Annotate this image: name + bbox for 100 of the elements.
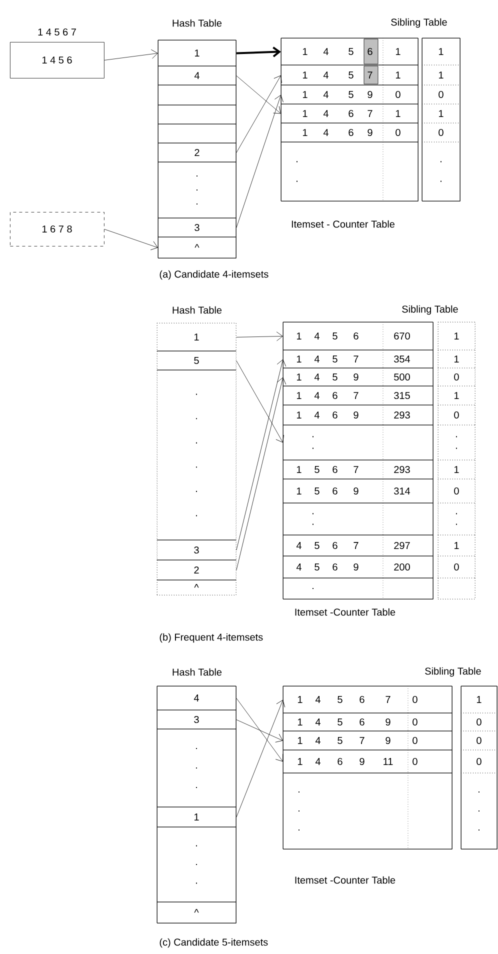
table-cell: 0 bbox=[460, 712, 498, 732]
table-cell bbox=[158, 104, 236, 124]
table-row: 4 5 6 9 200 bbox=[282, 556, 434, 578]
table-row: 1 4 5 9 0 bbox=[280, 84, 418, 104]
table-row: 1 4 5 7 1 bbox=[280, 64, 418, 86]
table-cell: 1 bbox=[438, 460, 476, 480]
itemset-box: 1 4 5 6 7 1 4 5 6 bbox=[10, 28, 104, 78]
table-cell: 3 bbox=[156, 540, 236, 560]
arrow bbox=[236, 720, 283, 742]
table-cell: 1 bbox=[460, 686, 498, 714]
table-cell: 3 bbox=[156, 710, 236, 730]
table-cell: . . bbox=[438, 502, 476, 536]
node-label: 1 bbox=[302, 72, 308, 78]
table-row: 1 4 6 9 293 bbox=[282, 404, 434, 426]
arrow bbox=[104, 229, 158, 250]
table-cell: 2 bbox=[158, 142, 236, 162]
table-cell: 0 bbox=[460, 730, 498, 750]
arrow bbox=[236, 332, 283, 342]
arrow bbox=[104, 49, 158, 60]
table-cell: 0 bbox=[438, 368, 476, 386]
caption: (c) Candidate 5-itemsets bbox=[160, 938, 268, 948]
table-cell: . . bbox=[438, 424, 476, 460]
arrow bbox=[236, 75, 282, 153]
node-label: Itemset - Counter Table bbox=[292, 220, 395, 228]
table-cell: 1 bbox=[438, 322, 476, 350]
node-label: 4 bbox=[323, 48, 328, 55]
table-row: 1 4 5 7 9 0 bbox=[282, 730, 452, 750]
table-row: . . bbox=[282, 502, 434, 536]
table-cell: 1 bbox=[438, 350, 476, 368]
table-row: 1 4 6 9 11 0 bbox=[282, 750, 452, 774]
table-row: . . bbox=[280, 142, 418, 202]
table-row: 1 4 5 6 7 0 bbox=[282, 686, 452, 714]
table-cell: 0 bbox=[422, 84, 460, 104]
table-cell: . . . . . . bbox=[156, 370, 236, 540]
table-cell: 1 bbox=[158, 40, 236, 66]
table-cell: . . bbox=[422, 142, 460, 202]
table-cell: 3 bbox=[158, 218, 236, 238]
node-label: 5 bbox=[348, 48, 354, 55]
table-cell: 4 bbox=[158, 66, 236, 86]
table-cell: ^ bbox=[156, 902, 236, 924]
table-cell: 1 bbox=[438, 534, 476, 556]
caption: (a) Candidate 4-itemsets bbox=[160, 270, 268, 280]
table-cell: 0 bbox=[438, 478, 476, 504]
node-label: Itemset -Counter Table bbox=[295, 876, 396, 884]
table-row: 1 4 6 7 315 bbox=[282, 386, 434, 406]
table-row: 1 5 6 9 314 bbox=[282, 478, 434, 504]
table-cell: 1 bbox=[438, 386, 476, 406]
node-label: 4 bbox=[323, 72, 328, 78]
table-cell: 1 bbox=[422, 38, 460, 66]
caption: (b) Frequent 4-itemsets bbox=[160, 633, 263, 643]
node-label: Hash Table bbox=[172, 19, 222, 27]
table-cell: 5 bbox=[156, 350, 236, 370]
table-row: . . . bbox=[282, 772, 452, 850]
table-cell bbox=[438, 578, 476, 600]
table-cell bbox=[158, 84, 236, 106]
node-label: Sibling Table bbox=[402, 305, 458, 315]
table-row: 4 5 6 7 297 bbox=[282, 534, 434, 556]
table-row: 1 5 6 7 293 bbox=[282, 460, 434, 480]
node-label: 1 4 5 6 7 bbox=[38, 28, 76, 36]
table-row: 1 4 5 6 1 bbox=[280, 38, 418, 66]
arrow bbox=[236, 360, 284, 443]
node-label: 1 bbox=[396, 48, 400, 55]
node-label: 5 bbox=[348, 72, 354, 78]
table-cell: . . . bbox=[158, 162, 236, 218]
table-cell: 0 bbox=[438, 556, 476, 578]
arrow bbox=[236, 359, 286, 550]
table-cell: 0 bbox=[438, 404, 476, 426]
arrow bbox=[236, 698, 284, 762]
table-row: 1 4 5 6 9 0 bbox=[282, 712, 452, 732]
node-label: Sibling Table bbox=[391, 18, 447, 28]
node-label: Itemset -Counter Table bbox=[295, 608, 396, 616]
table-cell: . . . bbox=[156, 728, 236, 808]
arrow bbox=[236, 700, 286, 818]
table-cell: 1 bbox=[156, 806, 236, 828]
table-row: 1 4 6 7 1 bbox=[280, 104, 418, 124]
table-row: 1 4 5 6 670 bbox=[282, 322, 434, 350]
arrow bbox=[236, 46, 281, 58]
table-cell: ^ bbox=[156, 580, 236, 596]
table-cell: 1 bbox=[422, 104, 460, 124]
node-label: Hash Table bbox=[172, 668, 222, 676]
table-cell: 1 bbox=[422, 64, 460, 86]
table-row: 1 4 5 9 500 bbox=[282, 368, 434, 386]
itemset-box: 1 6 7 8 bbox=[10, 212, 104, 246]
node-label: 1 bbox=[396, 72, 400, 78]
node-label: Hash Table bbox=[172, 306, 222, 314]
arrow bbox=[236, 377, 286, 570]
table-row: 1 4 6 9 0 bbox=[280, 122, 418, 142]
arrow bbox=[236, 94, 284, 228]
table-row: 1 4 5 7 354 bbox=[282, 350, 434, 368]
table-cell bbox=[158, 124, 236, 144]
table-cell: . . . bbox=[156, 826, 236, 902]
table-row: . bbox=[282, 578, 434, 600]
table-cell: . . . bbox=[460, 772, 498, 850]
arrow bbox=[236, 76, 281, 114]
table-cell: ^ bbox=[158, 236, 236, 258]
table-cell: 0 bbox=[422, 122, 460, 142]
table-cell: 0 bbox=[460, 750, 498, 774]
table-cell: 2 bbox=[156, 560, 236, 580]
node-label: 1 bbox=[302, 48, 308, 55]
table-cell: 1 bbox=[156, 322, 236, 352]
